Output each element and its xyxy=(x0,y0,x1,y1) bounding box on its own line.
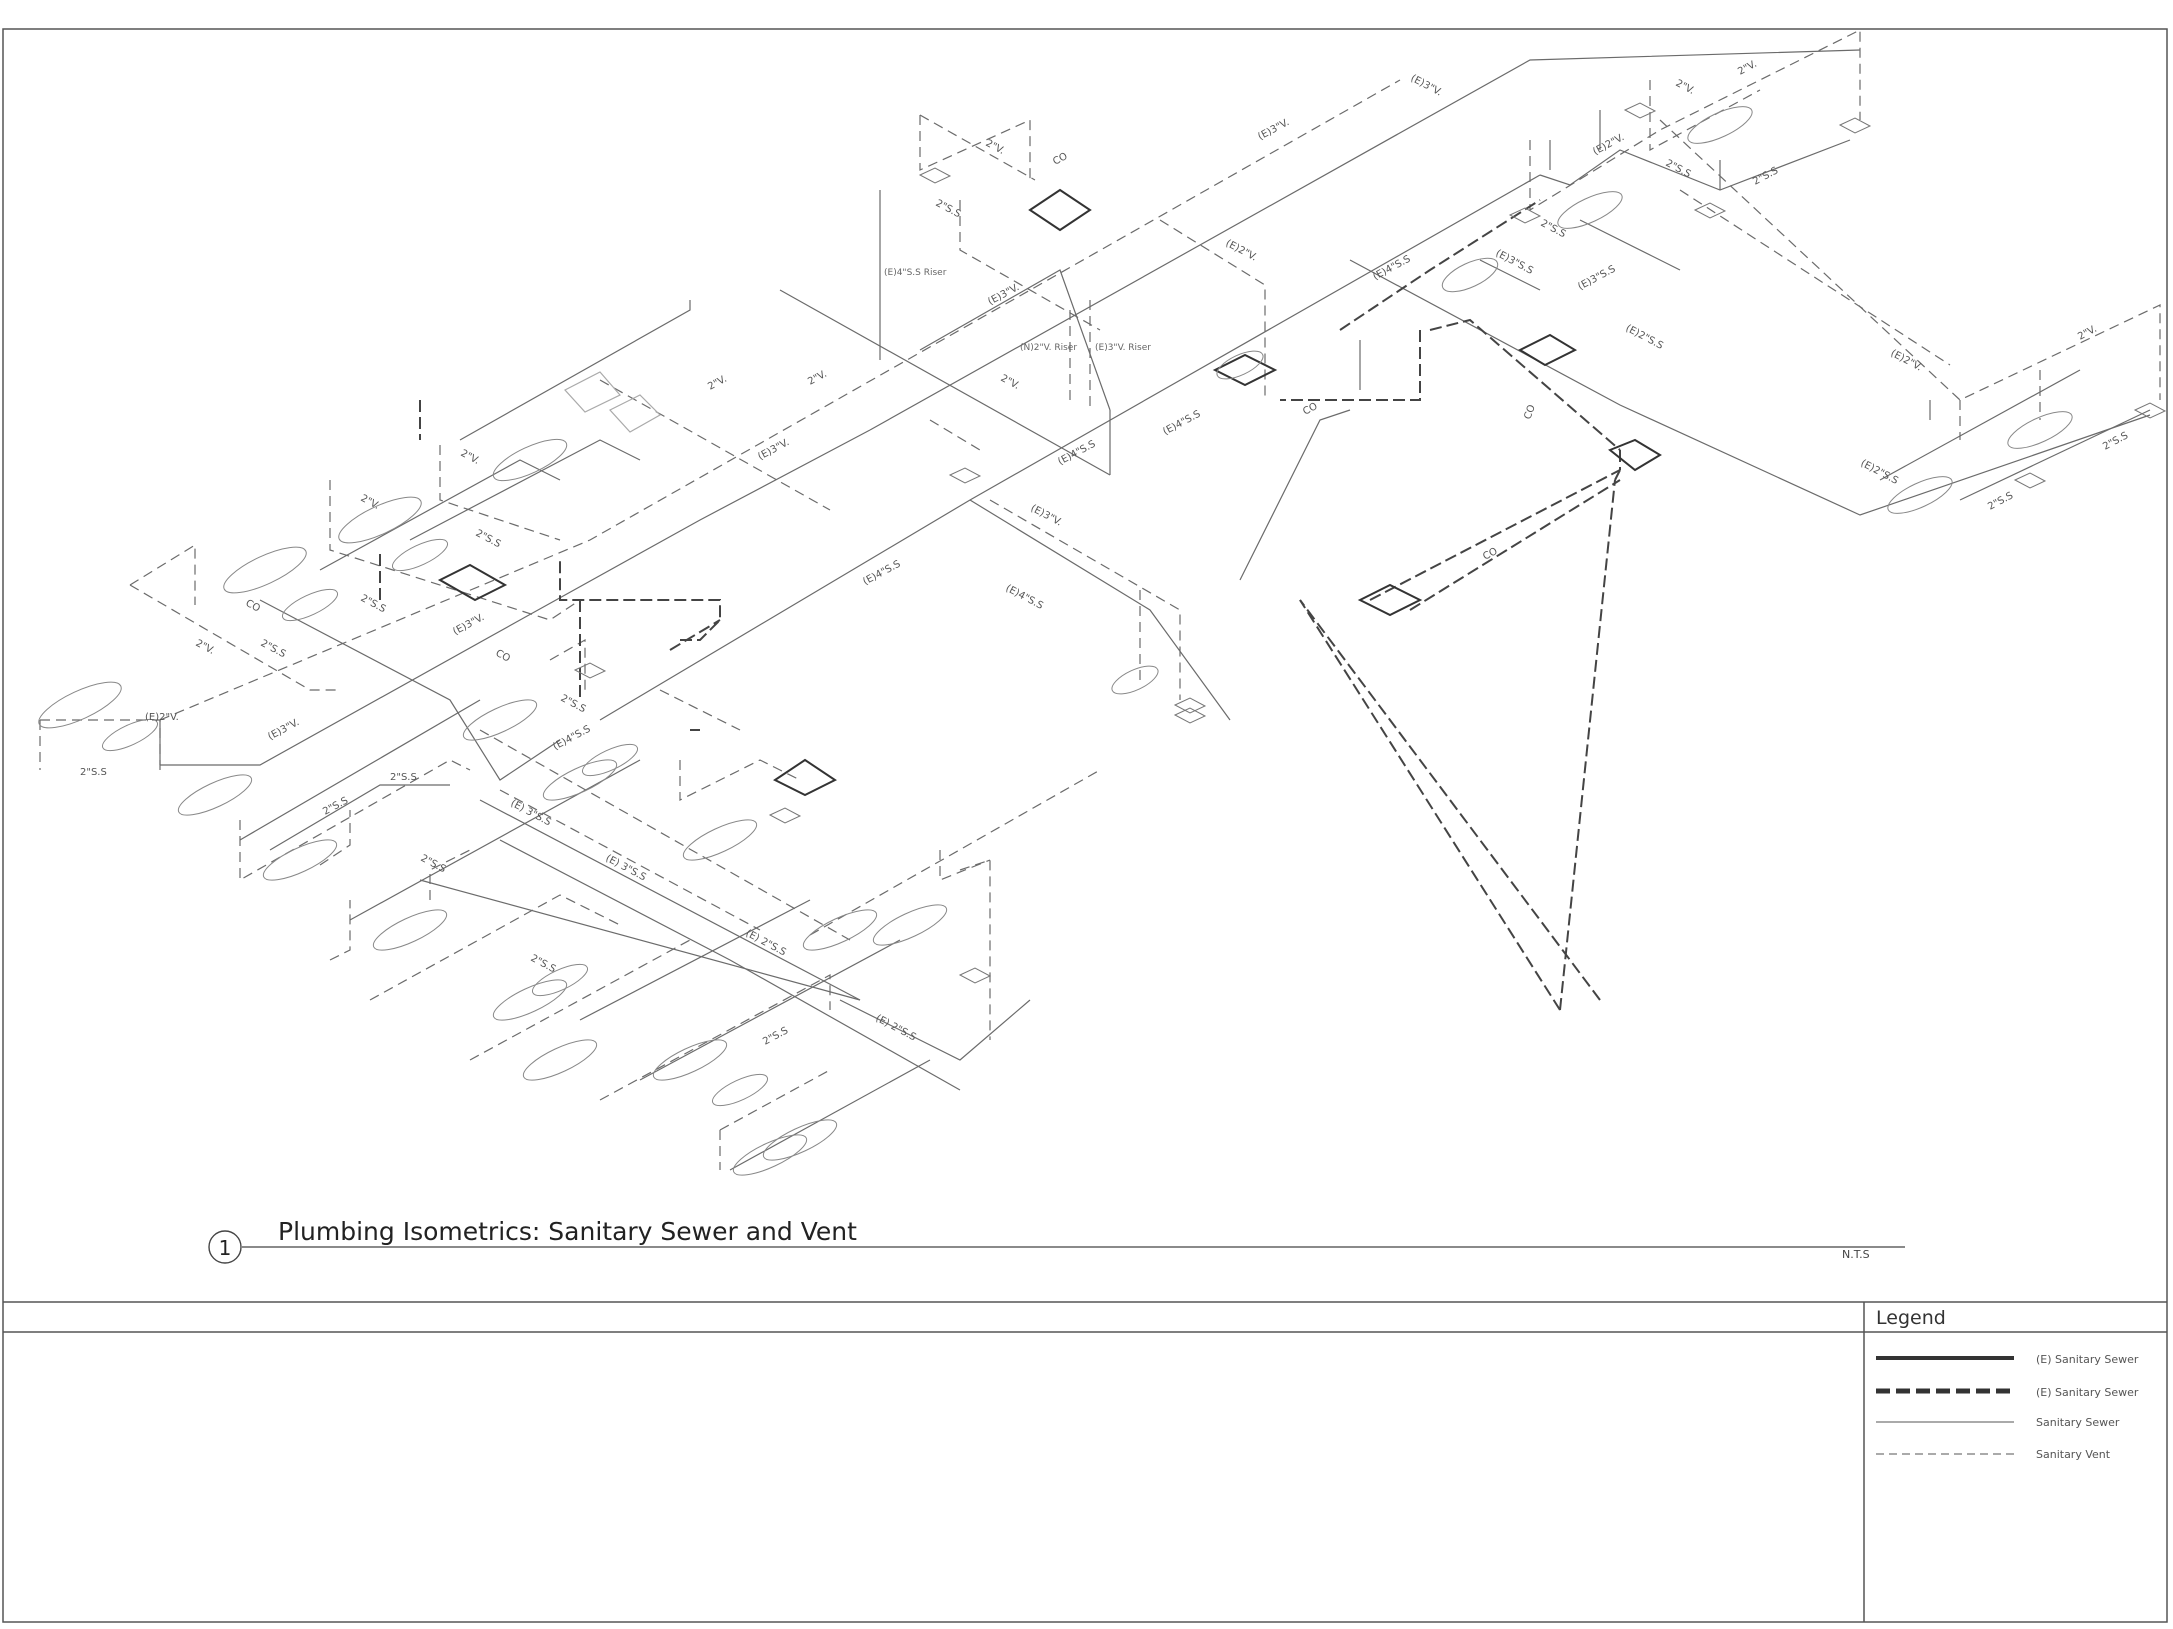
pipe-label: 2"S.S xyxy=(390,772,417,783)
pipe-label: CO xyxy=(1481,546,1499,563)
legend-label: (E) Sanitary Sewer xyxy=(2036,1386,2139,1399)
pipe-label: CO xyxy=(1522,403,1537,421)
fixture-pads xyxy=(573,102,2167,984)
legend-label: Sanitary Sewer xyxy=(2036,1416,2120,1429)
pipe-label: 2"S.S xyxy=(359,593,388,615)
drawing-number: 1 xyxy=(219,1236,232,1260)
pipe-label: CO xyxy=(1051,151,1069,168)
pipe-label: (E) 2"S.S xyxy=(874,1013,918,1043)
pipe-label: 2"V. xyxy=(1736,59,1759,78)
pipe-label: 2"S.S xyxy=(259,638,288,660)
pipe-label: 2"V. xyxy=(706,374,729,393)
pipe-label: (E)3"V. xyxy=(756,437,791,463)
pipe-label: 2"V. xyxy=(194,638,217,657)
existing-sewer-heavy-dashed xyxy=(379,199,1621,1011)
sanitary-sewer-lines xyxy=(159,49,2151,1171)
pipe-label: 2"V. xyxy=(999,373,1022,392)
pipe-label: 2"S.S xyxy=(1664,158,1693,180)
pipe-label: (E)3"V. xyxy=(451,612,486,638)
sheet-frame xyxy=(2,28,2168,1623)
pipe-label: (E)2"V. xyxy=(1889,348,1924,374)
pipe-label: 2"S.S xyxy=(1539,218,1568,240)
pipe-label: 2"S.S xyxy=(2101,430,2130,452)
pipe-label: (E) 3"S.S xyxy=(509,798,553,828)
pipe-label: (E)4"S.S xyxy=(551,724,592,753)
pipe-label: (E)4"S.S xyxy=(1161,409,1202,438)
pipe-label: (E)4"S.S xyxy=(1004,583,1045,612)
pipe-label: 2"S.S xyxy=(1986,490,2015,512)
drawing-title-block: 1 Plumbing Isometrics: Sanitary Sewer an… xyxy=(208,1217,1905,1264)
sanitary-vent-lines xyxy=(39,29,2161,1170)
isometric-piping xyxy=(38,29,2167,1176)
pipe-label: 2"V. xyxy=(459,448,482,467)
pipe-label-riser: (N)2"V. Riser xyxy=(1020,343,1077,353)
pipe-label: 2"V. xyxy=(806,369,829,388)
pipe-label: (E)3"V. xyxy=(1256,117,1291,143)
pipe-label: (E)3"S.S xyxy=(1576,264,1617,293)
com-mark xyxy=(564,371,661,433)
pipe-label: (E)3"V. xyxy=(266,717,301,743)
pipe-label: (E)4"S.S xyxy=(1056,439,1097,468)
pipe-label: (E)3"V. xyxy=(1409,73,1444,99)
pipe-label-riser: (E)3"V. Riser xyxy=(1095,343,1151,353)
pipe-label: 2"S.S xyxy=(321,795,350,817)
pipe-label: (E)2"V. xyxy=(1224,238,1259,264)
pipe-label: 2"S.S xyxy=(474,528,503,550)
fixture-group-left xyxy=(38,438,948,1176)
pipe-label: CO xyxy=(494,648,512,665)
pipe-label: 2"S.S xyxy=(934,198,963,220)
pipe-label: 2"S.S xyxy=(761,1025,790,1047)
pipe-label: 2"S.S xyxy=(419,853,448,875)
pipe-label: 2"S.S xyxy=(529,953,558,975)
drawing-number-circle xyxy=(208,1230,242,1264)
pipe-label: 2"V. xyxy=(1674,78,1697,97)
plumbing-fixtures xyxy=(38,106,2073,1176)
legend: Legend (E) Sanitary Sewer (E) Sanitary S… xyxy=(1876,1307,2139,1461)
cleanout-boxes xyxy=(437,188,1662,797)
legend-heading: Legend xyxy=(1876,1307,1946,1329)
pipe-label: (E)3"S.S xyxy=(1494,248,1535,277)
pipe-label: 2"S.S xyxy=(559,693,588,715)
drawing-title: Plumbing Isometrics: Sanitary Sewer and … xyxy=(278,1217,857,1246)
legend-label: (E) Sanitary Sewer xyxy=(2036,1353,2139,1366)
drawing-scale: N.T.S xyxy=(1842,1248,1870,1261)
fixture-group-right xyxy=(1111,106,2073,695)
pipe-label: 2"S.S xyxy=(80,767,107,778)
pipe-label: CO xyxy=(1301,401,1319,418)
pipe-label: 2"V. xyxy=(984,138,1007,157)
pipe-label-riser: (E)4"S.S Riser xyxy=(884,268,947,278)
pipe-label: (E)2"S.S xyxy=(1624,323,1665,352)
pipe-label: (E)3"V. xyxy=(1029,503,1064,529)
pipe-label: (E)4"S.S xyxy=(861,559,902,588)
pipe-label: (E) 2"S.S xyxy=(744,928,788,958)
pipe-label: 2"S.S xyxy=(1751,165,1780,187)
legend-label: Sanitary Vent xyxy=(2036,1448,2111,1461)
pipe-label: (E)2"V. xyxy=(145,712,179,723)
pipe-label: CO xyxy=(244,598,262,615)
